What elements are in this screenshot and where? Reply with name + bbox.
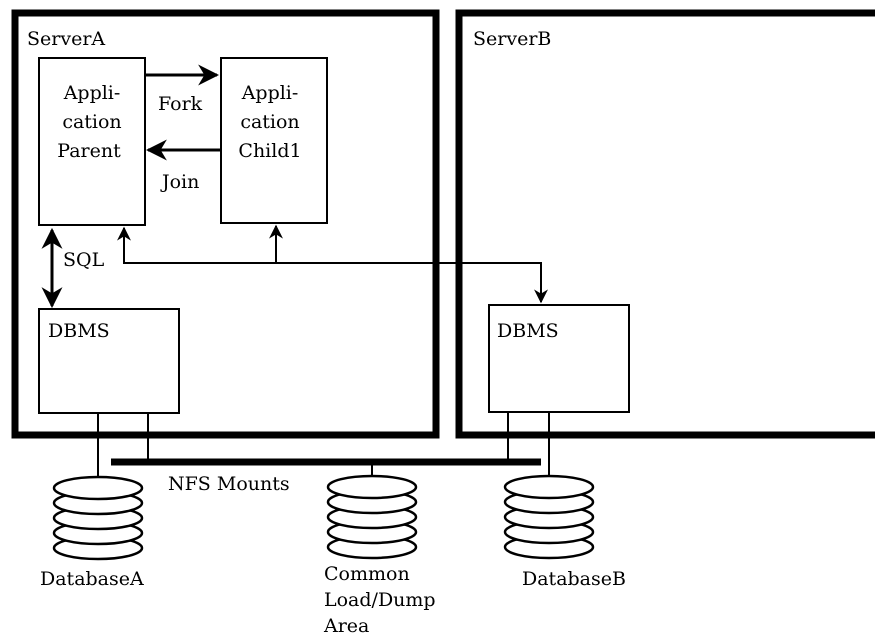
application-parent: Appli- cation Parent: [38, 57, 146, 226]
dbms-a-box: [38, 308, 180, 414]
common-area-line-3: Area: [323, 615, 369, 637]
application-parent-line-3: Parent: [57, 140, 121, 162]
database-a-label: DatabaseA: [40, 568, 144, 590]
server-b-border: [455, 9, 875, 439]
application-child-line-3: Child1: [238, 140, 301, 162]
server-a: ServerA: [11, 9, 440, 439]
remote-sql-connection: [123, 229, 548, 304]
common-area-line-1: Common: [324, 563, 410, 585]
dbms-b: DBMS: [488, 304, 630, 413]
application-child-line-2: cation: [240, 111, 299, 133]
server-a-label: ServerA: [27, 28, 105, 50]
application-child: Appli- cation Child1: [220, 57, 328, 224]
server-b: ServerB: [455, 9, 875, 439]
application-parent-box: [38, 57, 146, 226]
fork-label: Fork: [158, 93, 203, 115]
server-b-label: ServerB: [473, 28, 551, 50]
application-parent-line-2: cation: [62, 111, 121, 133]
server-a-border: [11, 9, 440, 439]
dbms-a-label: DBMS: [48, 320, 110, 342]
database-b-icon: [503, 474, 595, 560]
dbms-b-box: [488, 304, 630, 413]
common-load-dump-icon: [326, 474, 418, 560]
application-parent-line-1: Appli-: [63, 82, 121, 104]
common-area-line-2: Load/Dump: [324, 589, 436, 611]
database-a-icon: [52, 475, 144, 561]
application-child-line-1: Appli-: [241, 82, 299, 104]
nfs-label: NFS Mounts: [168, 473, 290, 495]
dbms-a: DBMS: [38, 308, 180, 414]
join-label: Join: [160, 171, 199, 193]
database-b-label: DatabaseB: [522, 568, 626, 590]
dbms-b-label: DBMS: [497, 320, 559, 342]
application-child-box: [220, 57, 328, 224]
sql-label: SQL: [63, 249, 105, 271]
